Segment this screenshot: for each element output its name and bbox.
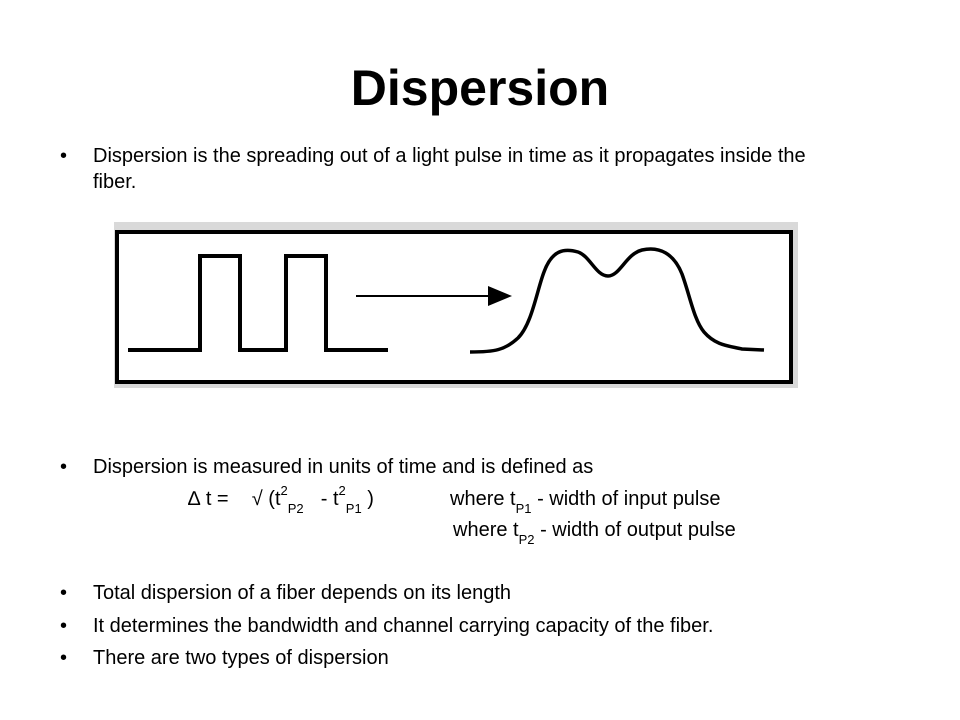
pulse-spreading-diagram (114, 222, 798, 388)
output-pulse (469, 247, 765, 354)
input-pulses (128, 254, 388, 352)
bullet-marker: • (60, 456, 68, 478)
slide-title: Dispersion (350, 60, 610, 116)
equation-square-1: 2 (280, 483, 288, 499)
where-sub: P2 (518, 532, 535, 547)
equation-open: (t (268, 488, 281, 510)
bullet-marker: • (60, 145, 68, 167)
equation-sub-p1: P1 (345, 501, 362, 516)
equation-sub-p2: P2 (287, 501, 304, 516)
bullet-text-measurement: Dispersion is measured in units of time … (93, 456, 594, 478)
sqrt-symbol: √ (251, 488, 263, 510)
where-prefix: where t (450, 488, 516, 510)
bullet-text-definition: Dispersion is the spreading out of a lig… (93, 145, 806, 193)
equation-square-2: 2 (338, 483, 346, 499)
equation-lhs: t = (205, 488, 229, 510)
where-sub: P1 (515, 501, 532, 516)
where-line-output: where tP2 - width of output pulse (453, 517, 736, 546)
where-suffix: - width of input pulse (537, 488, 721, 510)
where-line-input: where tP1 - width of input pulse (450, 486, 721, 515)
delta-symbol: ∆ (188, 488, 201, 510)
where-prefix: where t (453, 519, 519, 541)
bullet-marker: • (60, 615, 68, 637)
equation-close: ) (367, 488, 374, 510)
bullet-text-types: There are two types of dispersion (93, 647, 389, 669)
equation-minus: - t (320, 488, 339, 510)
bullet-text-length: Total dispersion of a fiber depends on i… (93, 582, 512, 604)
bullet-text-bandwidth: It determines the bandwidth and channel … (93, 615, 714, 637)
where-suffix: - width of output pulse (540, 519, 736, 541)
arrow-head (488, 286, 512, 306)
dispersion-equation: ∆ t = √ (t2P2 - t2P1 ) (188, 483, 374, 515)
bullet-marker: • (60, 647, 68, 669)
bullet-marker: • (60, 582, 68, 604)
